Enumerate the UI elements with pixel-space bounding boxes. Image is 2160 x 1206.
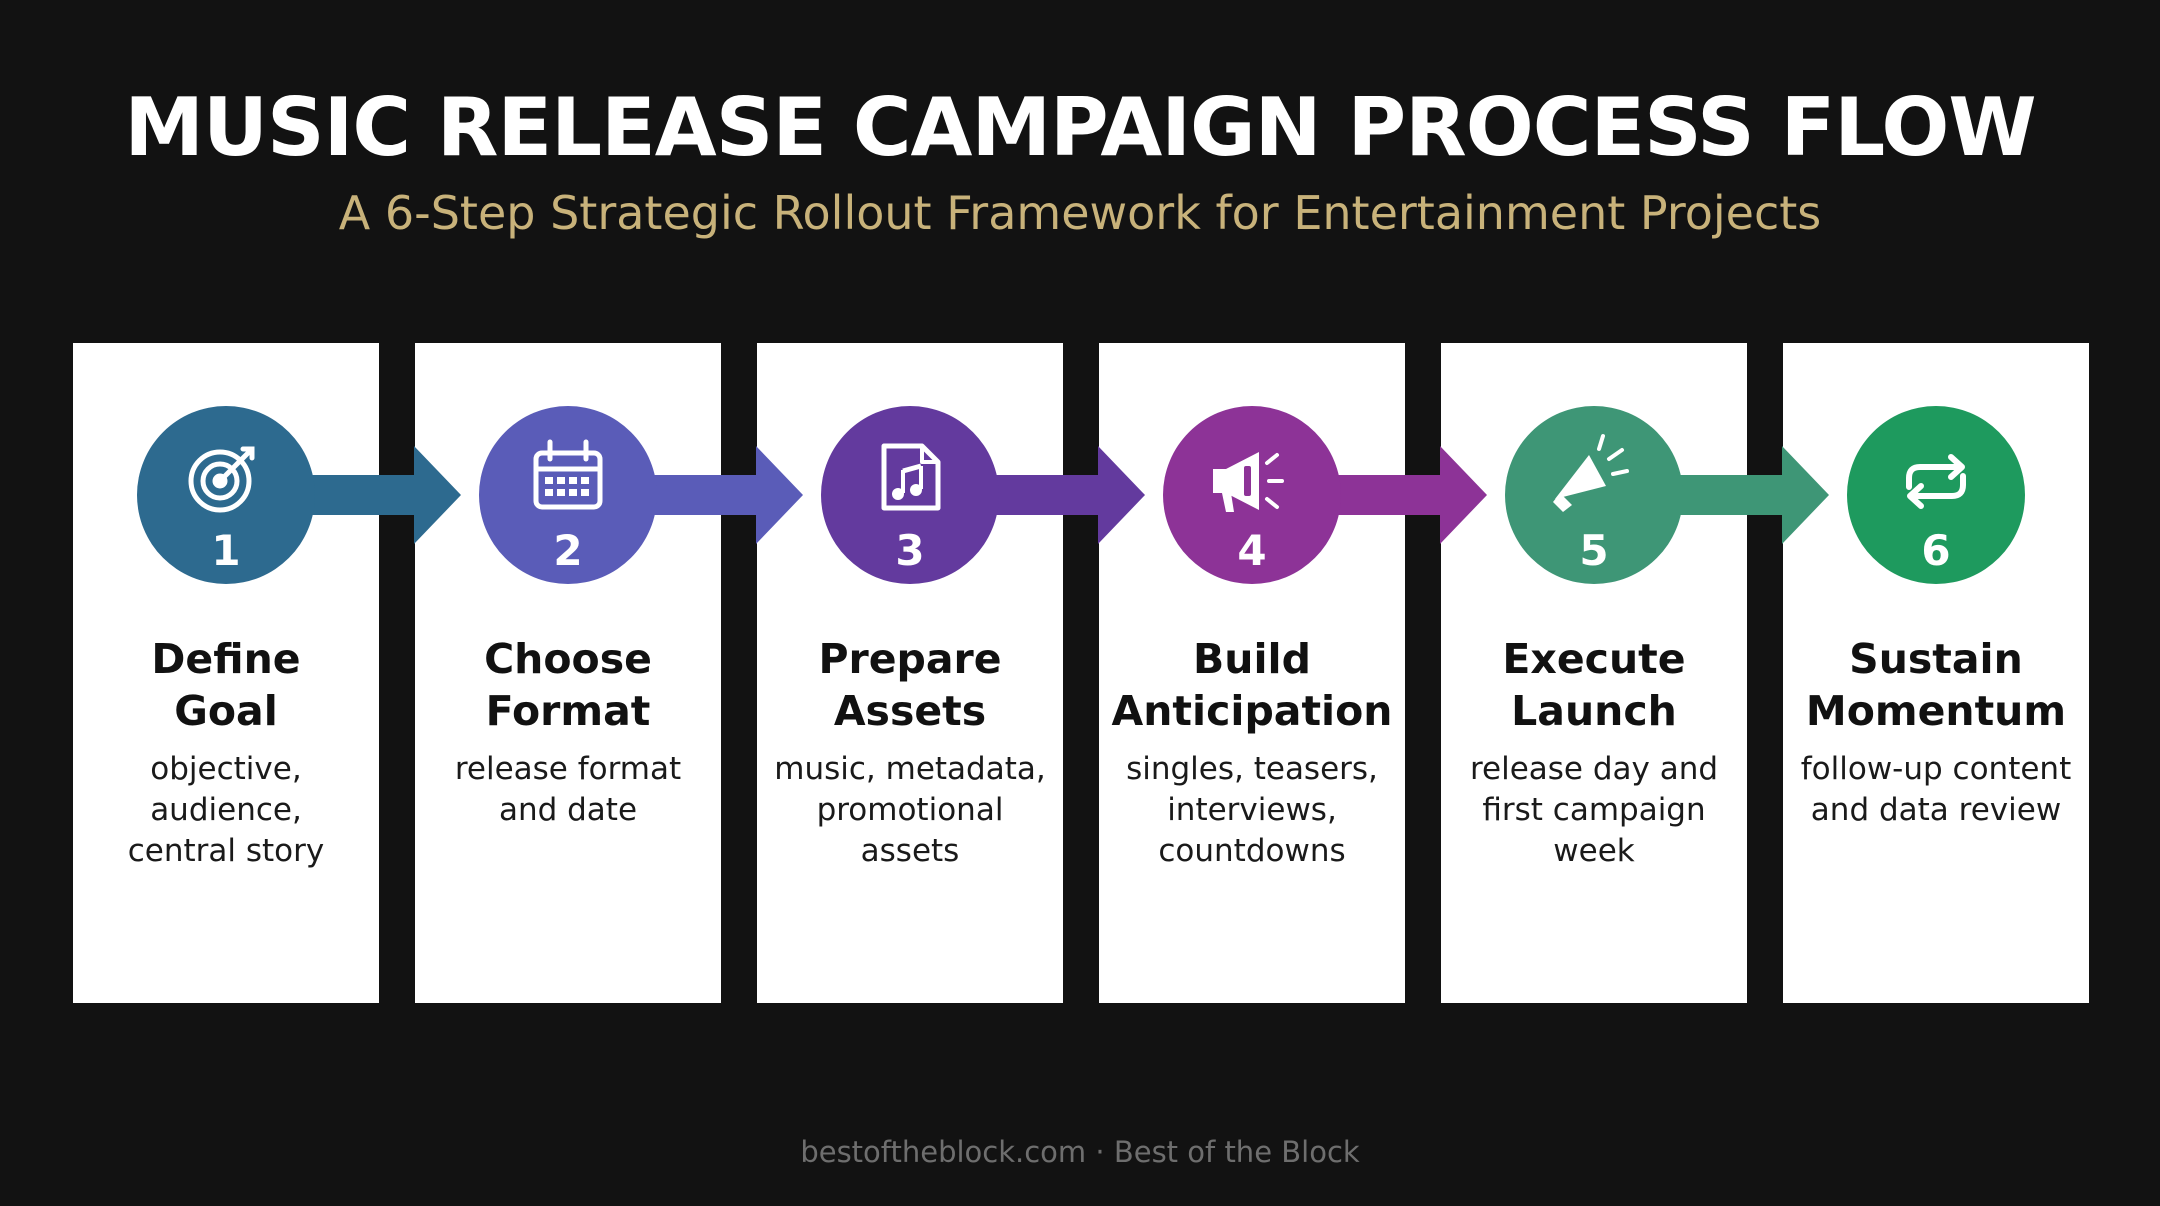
step-title: Build Anticipation bbox=[1099, 633, 1405, 737]
step-title-line: Goal bbox=[174, 687, 278, 735]
step-card-2: Choose Format release format and date bbox=[415, 343, 721, 1003]
step-title: Sustain Momentum bbox=[1783, 633, 2089, 737]
step-title: Define Goal bbox=[73, 633, 379, 737]
step-title-line: Assets bbox=[833, 687, 987, 735]
step-desc-line: release day and bbox=[1469, 751, 1719, 787]
step-title-line: Format bbox=[485, 687, 651, 735]
step-description: music, metadata, promotional assets bbox=[757, 749, 1063, 872]
step-title-line: Anticipation bbox=[1111, 687, 1393, 735]
step-title: Choose Format bbox=[415, 633, 721, 737]
page-title: MUSIC RELEASE CAMPAIGN PROCESS FLOW bbox=[124, 81, 2036, 174]
step-title-line: Define bbox=[151, 635, 301, 683]
step-description: objective, audience, central story bbox=[73, 749, 379, 872]
page-subtitle: A 6-Step Strategic Rollout Framework for… bbox=[338, 186, 1822, 240]
step-card-3: Prepare Assets music, metadata, promotio… bbox=[757, 343, 1063, 1003]
step-title-line: Momentum bbox=[1805, 687, 2067, 735]
step-card-4: Build Anticipation singles, teasers, int… bbox=[1099, 343, 1405, 1003]
step-title-line: Execute bbox=[1502, 635, 1686, 683]
step-desc-line: singles, teasers, bbox=[1126, 751, 1378, 787]
step-description: release format and date bbox=[415, 749, 721, 831]
step-card-6: Sustain Momentum follow-up content and d… bbox=[1783, 343, 2089, 1003]
step-desc-line: countdowns bbox=[1158, 833, 1346, 869]
step-desc-line: and data review bbox=[1810, 792, 2062, 828]
step-desc-line: and date bbox=[498, 792, 638, 828]
step-desc-line: promotional bbox=[816, 792, 1004, 828]
step-desc-line: first campaign bbox=[1482, 792, 1706, 828]
footer-credit: bestoftheblock.com · Best of the Block bbox=[800, 1135, 1360, 1169]
step-desc-line: music, metadata, bbox=[774, 751, 1046, 787]
step-title: Prepare Assets bbox=[757, 633, 1063, 737]
step-title-line: Sustain bbox=[1849, 635, 2023, 683]
step-desc-line: interviews, bbox=[1167, 792, 1337, 828]
step-desc-line: central story bbox=[127, 833, 325, 869]
step-title-line: Prepare bbox=[818, 635, 1002, 683]
step-desc-line: release format bbox=[454, 751, 682, 787]
step-description: singles, teasers, interviews, countdowns bbox=[1099, 749, 1405, 872]
step-title: Execute Launch bbox=[1441, 633, 1747, 737]
step-card-5: Execute Launch release day and first cam… bbox=[1441, 343, 1747, 1003]
step-title-line: Build bbox=[1193, 635, 1311, 683]
step-title-line: Choose bbox=[484, 635, 652, 683]
step-desc-line: objective, bbox=[150, 751, 302, 787]
step-desc-line: follow-up content bbox=[1800, 751, 2072, 787]
step-description: follow-up content and data review bbox=[1783, 749, 2089, 831]
step-description: release day and first campaign week bbox=[1441, 749, 1747, 872]
step-desc-line: audience, bbox=[150, 792, 302, 828]
step-desc-line: week bbox=[1553, 833, 1635, 869]
step-card-1: Define Goal objective, audience, central… bbox=[73, 343, 379, 1003]
step-desc-line: assets bbox=[860, 833, 960, 869]
step-title-line: Launch bbox=[1511, 687, 1677, 735]
